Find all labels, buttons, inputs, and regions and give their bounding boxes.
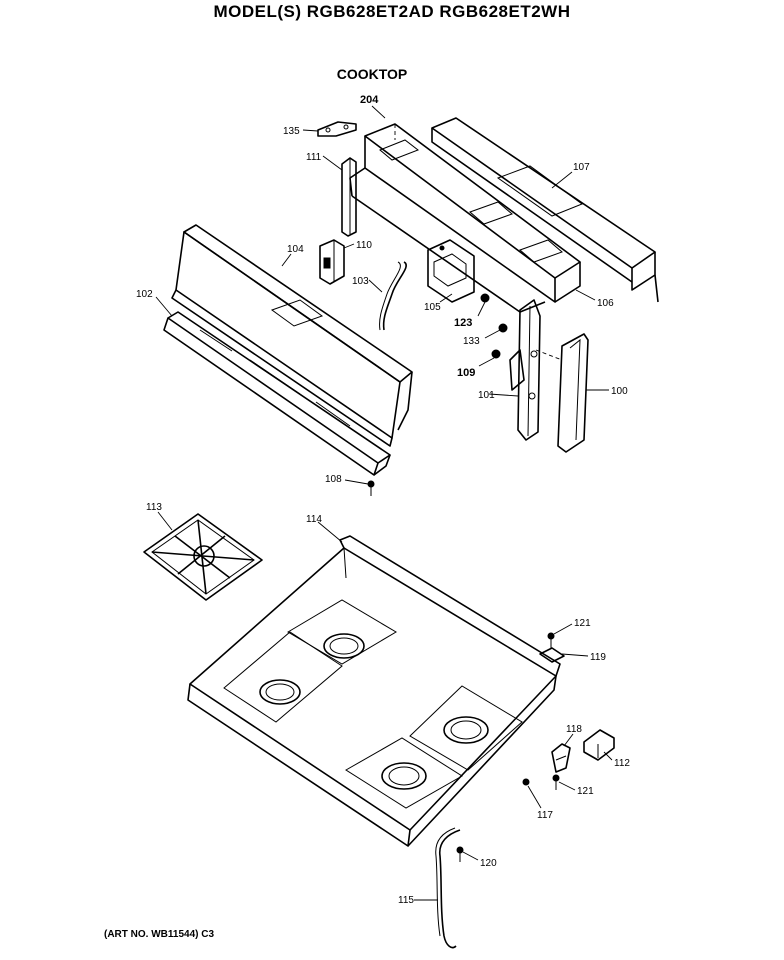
part-112-latch: [583, 729, 615, 761]
callout-119: 119: [590, 652, 606, 663]
part-135-bracket: [317, 121, 357, 137]
part-121-screw-upper: [547, 632, 555, 648]
part-104-control-panel: [171, 224, 413, 447]
part-102-manifold-panel: [163, 311, 391, 476]
leader-lines: [155, 105, 613, 901]
callout-123: 123: [454, 317, 472, 329]
part-121-screw-lower: [552, 774, 560, 790]
callout-labels: 204 135 111 107 104 110 102 103 105 106 …: [136, 94, 630, 906]
part-111-side-bracket: [341, 157, 357, 237]
part-119-clip: [539, 647, 565, 663]
callout-120: 120: [480, 858, 497, 869]
callout-204: 204: [360, 94, 379, 106]
callout-105: 105: [424, 302, 441, 313]
part-118-bracket: [551, 743, 571, 773]
callout-117: 117: [537, 810, 553, 821]
callout-114: 114: [306, 514, 322, 525]
part-123-screw: [480, 293, 490, 303]
part-133-screw: [498, 323, 508, 333]
callout-133: 133: [463, 336, 480, 347]
callout-112: 112: [614, 758, 630, 769]
callout-115: 115: [398, 895, 414, 906]
callout-113: 113: [146, 502, 162, 513]
callout-103: 103: [352, 276, 369, 287]
part-100-end-panel: [535, 333, 589, 453]
callout-121-lower: 121: [577, 786, 594, 797]
part-105-clock: [427, 239, 475, 303]
model-title: MODEL(S) RGB628ET2AD RGB628ET2WH: [213, 2, 571, 21]
callout-135: 135: [283, 126, 300, 137]
callout-110: 110: [356, 240, 372, 251]
part-114-cooktop: [187, 535, 561, 847]
callout-109: 109: [457, 367, 475, 379]
callout-106: 106: [597, 298, 614, 309]
part-103-cable: [379, 261, 407, 331]
part-120-clip: [456, 846, 464, 862]
callout-102: 102: [136, 289, 153, 300]
callout-111: 111: [306, 152, 322, 163]
callout-104: 104: [287, 244, 304, 255]
part-106-backguard: [349, 123, 581, 313]
part-107-trim-panel: [431, 117, 659, 303]
callout-101: 101: [478, 390, 495, 401]
art-number-note: (ART NO. WB11544) C3: [104, 929, 215, 940]
part-109-screw: [491, 349, 501, 359]
callout-100: 100: [611, 386, 628, 397]
callout-121-upper: 121: [574, 618, 591, 629]
callout-118: 118: [566, 724, 582, 735]
section-title: COOKTOP: [336, 66, 408, 82]
part-117-fastener: [522, 778, 530, 786]
part-113-burner-grate: [143, 513, 263, 601]
callout-107: 107: [573, 162, 590, 173]
part-101-end-cap: [509, 299, 541, 441]
callout-108: 108: [325, 474, 342, 485]
part-108-screw: [367, 480, 375, 496]
part-115-gas-tube: [435, 827, 461, 949]
part-110-switch: [319, 239, 345, 285]
